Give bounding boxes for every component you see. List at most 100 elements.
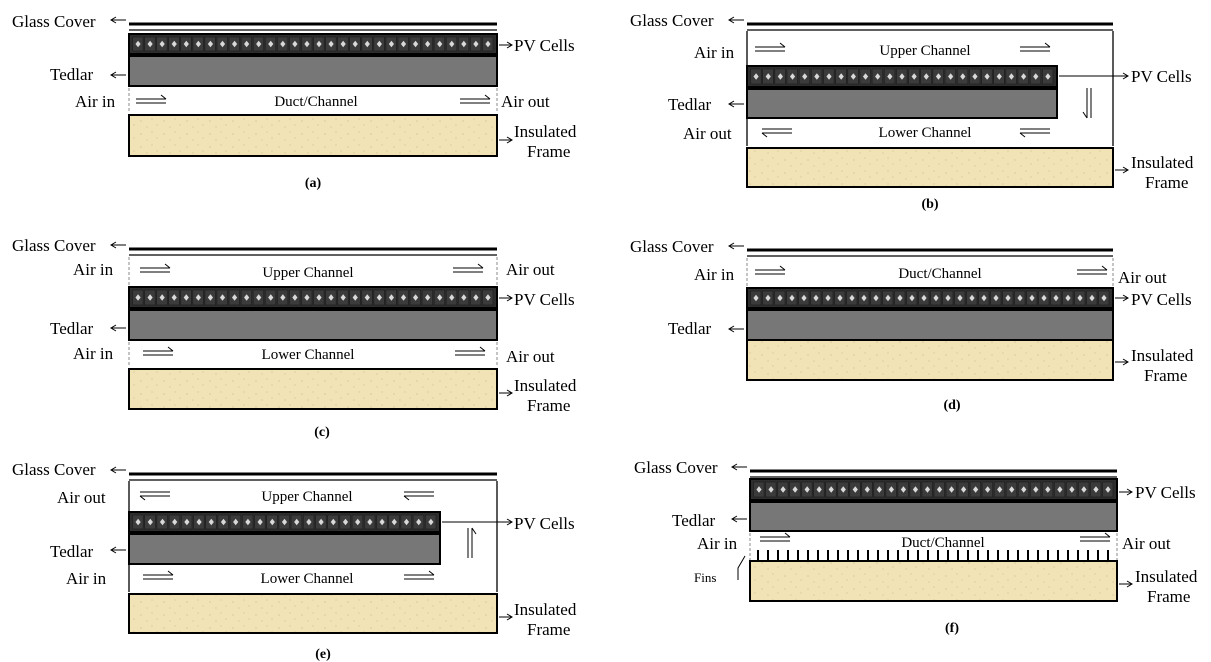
double-line-right-arrow-icon — [453, 263, 484, 273]
frame-label: Frame — [527, 142, 570, 161]
insulated-label: Insulated — [1135, 567, 1198, 586]
frame-label: Frame — [1144, 366, 1187, 385]
panel-caption: (c) — [314, 425, 330, 440]
panel-a: Glass Cover PV Cells Tedlar Air in Duct/… — [12, 12, 577, 191]
pv-cells-label: PV Cells — [1131, 67, 1192, 86]
panel-d: Glass Cover Air in Duct/Channel Air out … — [630, 237, 1194, 413]
channel-label: Duct/Channel — [901, 535, 984, 551]
pv-cells-label: PV Cells — [514, 290, 575, 309]
tedlar-layer — [128, 55, 498, 87]
air-out-label: Air out — [1122, 534, 1171, 553]
panel-c: Glass Cover Air in Upper Channel Air out… — [12, 236, 577, 440]
left-arrow-icon — [728, 242, 744, 250]
upper-channel-label: Upper Channel — [879, 43, 970, 59]
air-in-label: Air in — [694, 43, 735, 62]
tedlar-layer — [746, 309, 1114, 341]
tedlar-label: Tedlar — [50, 319, 94, 338]
panel-caption: (e) — [315, 647, 331, 662]
double-line-right-arrow-icon — [143, 570, 174, 580]
channel-label: Duct/Channel — [274, 94, 357, 110]
air-out-label: Air out — [1118, 268, 1167, 287]
pv-cells-label: PV Cells — [1131, 290, 1192, 309]
right-arrow-icon — [1115, 358, 1129, 366]
air-in-label: Air in — [694, 265, 735, 284]
tedlar-label: Tedlar — [668, 95, 712, 114]
left-arrow-icon — [110, 16, 126, 24]
glass-cover-label: Glass Cover — [630, 237, 714, 256]
lower-channel-label: Lower Channel — [879, 125, 972, 141]
double-line-right-arrow-icon — [460, 94, 491, 104]
insulated-label: Insulated — [514, 122, 577, 141]
tedlar-label: Tedlar — [668, 319, 712, 338]
tedlar-layer — [749, 501, 1118, 532]
pv-cells-label: PV Cells — [514, 36, 575, 55]
left-arrow-icon — [110, 324, 126, 332]
air-out-label: Air out — [57, 488, 106, 507]
insulation-texture — [130, 595, 496, 632]
glass-cover-label: Glass Cover — [12, 460, 96, 479]
double-line-right-arrow-icon — [1020, 42, 1051, 52]
air-in-label: Air in — [73, 344, 114, 363]
right-arrow-icon — [499, 613, 513, 621]
insulation-texture — [130, 370, 496, 408]
air-out-label: Air out — [683, 124, 732, 143]
right-arrow-icon — [1059, 72, 1129, 80]
double-line-down-arrow-icon — [1082, 88, 1092, 119]
double-line-right-arrow-icon — [755, 265, 786, 275]
air-in-label: Air in — [75, 92, 116, 111]
right-arrow-icon — [1115, 294, 1129, 302]
left-arrow-icon — [731, 515, 747, 523]
insulation-texture — [748, 149, 1112, 186]
double-line-right-arrow-icon — [455, 346, 486, 356]
panel-e: Glass Cover Air out Upper Channel PV Cel… — [12, 460, 577, 662]
pv-cell-strip — [128, 511, 441, 533]
double-line-right-arrow-icon — [136, 94, 167, 104]
fins-label: Fins — [694, 570, 716, 585]
pv-cell-strip — [749, 478, 1118, 501]
tedlar-label: Tedlar — [50, 542, 94, 561]
left-arrow-icon — [728, 16, 744, 24]
double-line-right-arrow-icon — [140, 263, 171, 273]
glass-cover-label: Glass Cover — [634, 458, 718, 477]
double-line-left-arrow-icon — [139, 491, 170, 501]
tedlar-label: Tedlar — [672, 511, 716, 530]
double-line-right-arrow-icon — [404, 570, 435, 580]
double-line-left-arrow-icon — [1019, 128, 1050, 138]
double-line-up-arrow-icon — [467, 527, 477, 558]
right-arrow-icon — [499, 136, 513, 144]
right-arrow-icon — [499, 41, 513, 49]
right-arrow-icon — [442, 518, 513, 526]
double-line-right-arrow-icon — [760, 532, 791, 542]
left-arrow-icon — [728, 100, 744, 108]
channel-label: Duct/Channel — [898, 266, 981, 282]
glass-cover-label: Glass Cover — [12, 236, 96, 255]
insulated-label: Insulated — [1131, 346, 1194, 365]
insulation-texture — [130, 116, 496, 155]
right-arrow-icon — [499, 294, 513, 302]
fin-array — [757, 550, 1109, 561]
fins-pointer-icon — [737, 555, 746, 580]
insulated-label: Insulated — [514, 600, 577, 619]
pv-cell-strip — [128, 33, 498, 55]
air-in-label: Air in — [697, 534, 738, 553]
frame-label: Frame — [527, 396, 570, 415]
panel-f: Glass Cover PV Cells Tedlar Air in Duct/… — [634, 458, 1198, 636]
insulated-label: Insulated — [1131, 153, 1194, 172]
air-out-label: Air out — [501, 92, 550, 111]
panel-b: Glass Cover Air in Upper Channel PV Cell… — [630, 11, 1194, 212]
right-arrow-icon — [1119, 580, 1133, 588]
left-arrow-icon — [110, 546, 126, 554]
tedlar-label: Tedlar — [50, 65, 94, 84]
double-line-right-arrow-icon — [143, 346, 174, 356]
insulation-texture — [751, 562, 1116, 600]
left-arrow-icon — [731, 463, 747, 471]
insulated-label: Insulated — [514, 376, 577, 395]
lower-channel-label: Lower Channel — [261, 571, 354, 587]
right-arrow-icon — [1115, 166, 1129, 174]
double-line-right-arrow-icon — [1077, 265, 1108, 275]
frame-label: Frame — [527, 620, 570, 639]
pv-cells-label: PV Cells — [1135, 483, 1196, 502]
pv-cell-strip — [128, 286, 498, 309]
air-out-label: Air out — [506, 260, 555, 279]
